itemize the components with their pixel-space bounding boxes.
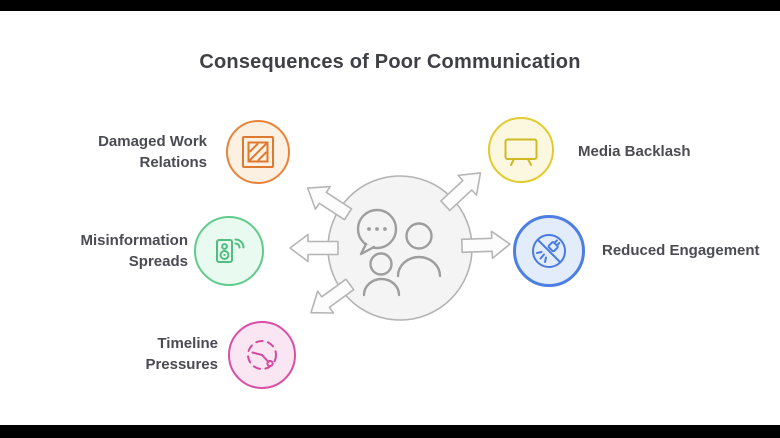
letterbox-bottom [0,425,780,438]
node-timeline-pressures [228,321,296,389]
node-misinformation-spreads [194,216,264,286]
label-damaged-work-relations: Damaged Work Relations [98,133,207,171]
arrow-up-left-icon [306,185,353,221]
label-timeline-pressures: Timeline Pressures [145,335,218,373]
letterbox-top [0,0,780,11]
diagram-title: Consequences of Poor Communication [199,51,581,73]
stopwatch-icon [247,340,277,370]
arrow-left-icon [289,233,339,263]
tv-icon [504,138,538,166]
arrow-down-left-icon [310,278,355,314]
arrow-right-icon [460,230,511,260]
label-reduced-engagement: Reduced Engagement [602,242,760,259]
node-reduced-engagement [513,215,585,287]
node-damaged-work-relations [226,120,290,184]
node-media-backlash [488,117,554,183]
radiating-arrows [289,172,511,314]
unplugged-icon [532,234,566,268]
conversation-icon [356,208,442,297]
hatched-image-icon [242,136,274,168]
label-misinformation-spreads: Misinformation Spreads [80,232,189,270]
speaker-broadcast-icon [216,238,245,263]
label-media-backlash: Media Backlash [578,143,691,160]
arrow-up-right-icon [440,172,482,212]
